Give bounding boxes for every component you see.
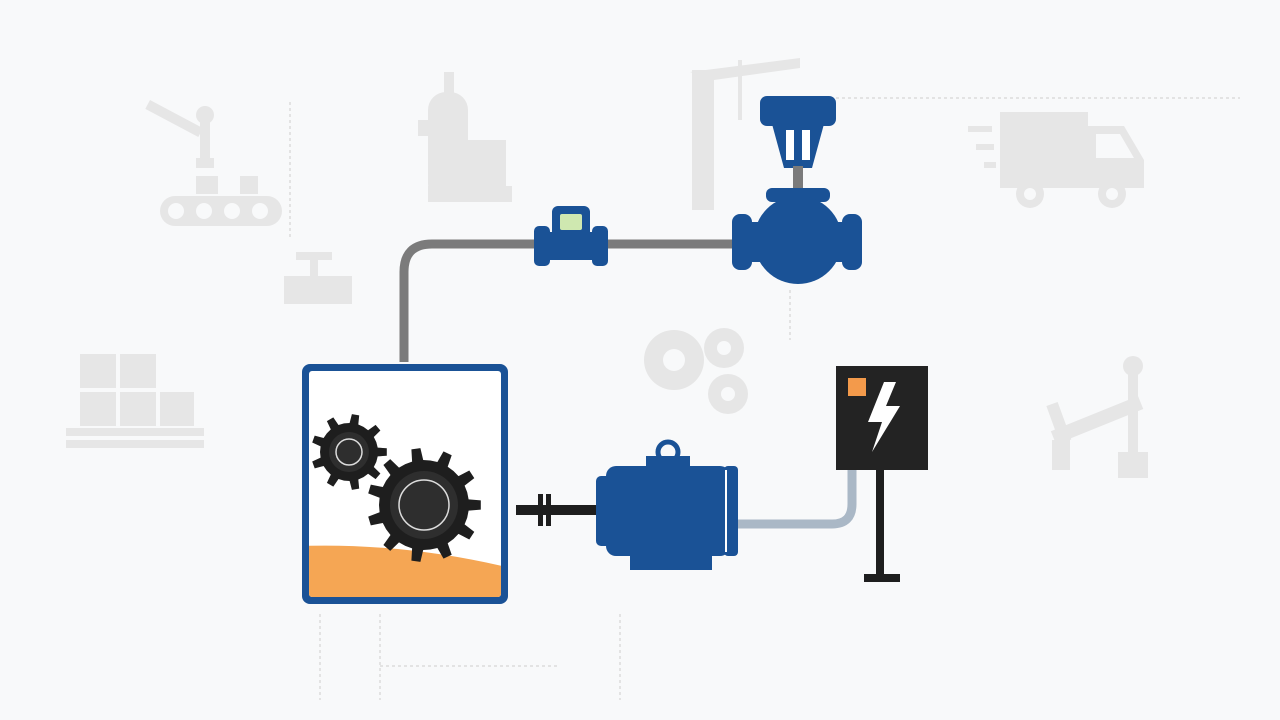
product-fill [309,545,501,597]
pallet-boxes-icon [66,354,204,448]
delivery-truck-icon [968,112,1144,208]
mixing-tank-icon [302,364,508,604]
valve-icon [284,252,352,304]
electric-motor-icon [596,439,738,570]
flowmeter-icon [534,206,608,266]
control-valve-icon [732,96,862,284]
gears-icon [644,328,748,414]
power-cable [736,466,857,529]
gear-hub [390,471,458,539]
background-icons [66,58,1240,700]
crane-icon [690,58,800,210]
ghost-guidelines [289,97,1240,700]
gear-ring [398,479,450,531]
gear-ring [335,438,363,466]
panel-indicator [848,378,866,396]
coupling-icon [516,494,598,526]
large-gear-icon [368,448,481,562]
gear-hub [329,432,369,472]
process-pipe [399,239,742,362]
small-gear-icon [312,414,387,490]
lightning-icon [868,382,900,452]
compressor-icon [418,72,512,202]
robot-arm-conveyor-icon [145,100,282,226]
electrical-panel [836,366,928,582]
industrial-robot-icon [1046,356,1148,478]
